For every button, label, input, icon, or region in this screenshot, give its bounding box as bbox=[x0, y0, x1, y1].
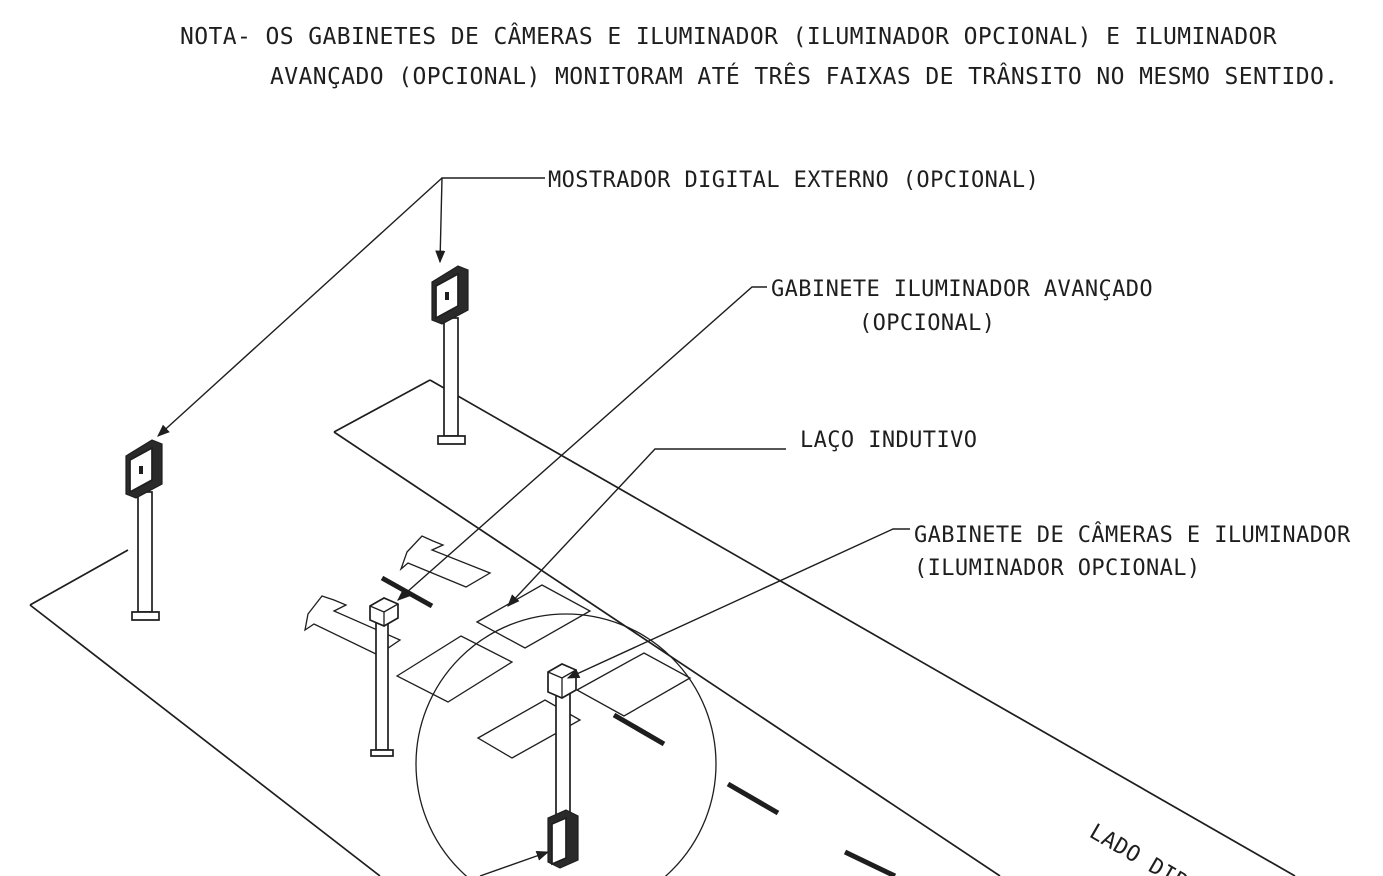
inductive-loops bbox=[395, 584, 692, 759]
leader-illuminator bbox=[397, 286, 767, 601]
label-side: LADO DIR bbox=[1085, 820, 1192, 876]
lane-dashes bbox=[380, 575, 897, 876]
leader-display-2 bbox=[157, 177, 443, 437]
camera-cabinet-post bbox=[547, 663, 579, 869]
road-outline bbox=[29, 379, 1296, 876]
display-post-front bbox=[125, 439, 163, 621]
leader-display bbox=[435, 177, 545, 264]
detail-circle bbox=[415, 613, 717, 876]
direction-arrow-upper bbox=[399, 535, 492, 588]
label-camera-line-1: GABINETE DE CÂMERAS E ILUMINADOR bbox=[914, 522, 1351, 548]
note-line-2: AVANÇADO (OPCIONAL) MONITORAM ATÉ TRÊS F… bbox=[270, 62, 1339, 90]
leader-lines bbox=[157, 177, 910, 876]
direction-arrow-lower bbox=[304, 595, 402, 656]
label-illuminator-line-1: GABINETE ILUMINADOR AVANÇADO bbox=[771, 277, 1153, 302]
leader-loop bbox=[507, 448, 786, 607]
label-display: MOSTRADOR DIGITAL EXTERNO (OPCIONAL) bbox=[548, 168, 1039, 193]
label-camera-line-2: (ILUMINADOR OPCIONAL) bbox=[914, 556, 1201, 581]
display-post-back bbox=[431, 265, 469, 445]
direction-arrows bbox=[304, 535, 492, 656]
label-illuminator-line-2: (OPCIONAL) bbox=[859, 311, 995, 336]
leader-lower bbox=[479, 851, 550, 876]
note-line-1: NOTA- OS GABINETES DE CÂMERAS E ILUMINAD… bbox=[180, 22, 1277, 50]
advanced-illuminator-post bbox=[369, 597, 399, 757]
leader-camera bbox=[566, 528, 910, 679]
label-loop: LAÇO INDUTIVO bbox=[800, 428, 977, 453]
